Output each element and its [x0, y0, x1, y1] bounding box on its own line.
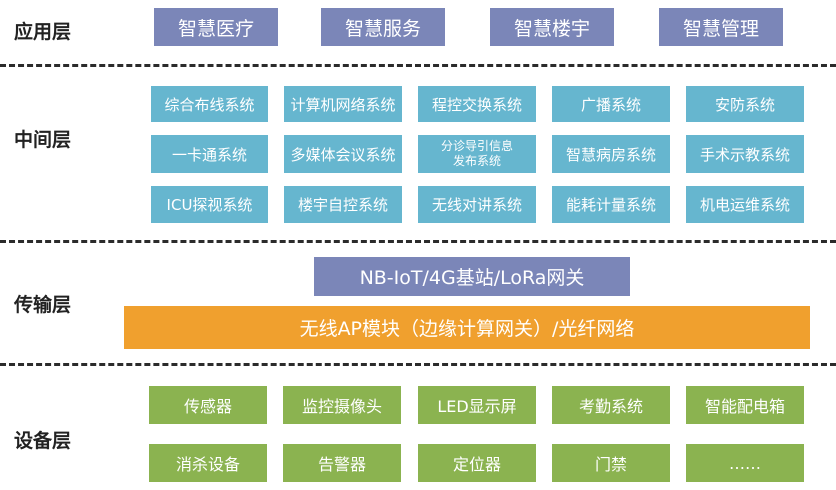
device-box-more: …… — [686, 444, 804, 482]
divider-transport-device — [0, 363, 836, 366]
mid-box-electromech: 机电运维系统 — [686, 186, 804, 223]
mid-box-broadcast: 广播系统 — [552, 86, 670, 122]
layer-label-transport: 传输层 — [14, 294, 72, 316]
app-box-building: 智慧楼宇 — [490, 8, 614, 46]
mid-box-surgery: 手术示教系统 — [686, 135, 804, 173]
device-box-access: 门禁 — [552, 444, 670, 482]
layer-label-middle: 中间层 — [14, 129, 72, 151]
layer-label-device: 设备层 — [14, 430, 72, 452]
device-box-led: LED显示屏 — [418, 386, 536, 424]
device-box-sensor: 传感器 — [149, 386, 267, 424]
mid-box-pbx: 程控交换系统 — [418, 86, 536, 122]
device-box-alarm: 告警器 — [283, 444, 401, 482]
app-box-management: 智慧管理 — [659, 8, 783, 46]
device-box-locator: 定位器 — [418, 444, 536, 482]
device-box-attendance: 考勤系统 — [552, 386, 670, 424]
layer-label-app: 应用层 — [14, 21, 72, 43]
mid-box-cabling: 综合布线系统 — [151, 86, 268, 122]
mid-box-ward: 智慧病房系统 — [552, 135, 670, 173]
mid-box-security: 安防系统 — [686, 86, 804, 122]
mid-box-card: 一卡通系统 — [151, 135, 268, 173]
divider-middle-transport — [0, 240, 836, 243]
device-box-distribution: 智能配电箱 — [686, 386, 804, 424]
mid-box-bas: 楼宇自控系统 — [284, 186, 402, 223]
app-box-medical: 智慧医疗 — [154, 8, 278, 46]
device-box-camera: 监控摄像头 — [283, 386, 401, 424]
transport-box-ap: 无线AP模块（边缘计算网关）/光纤网络 — [124, 306, 810, 349]
mid-box-multimedia: 多媒体会议系统 — [284, 135, 402, 173]
mid-box-network: 计算机网络系统 — [284, 86, 402, 122]
mid-box-energy: 能耗计量系统 — [552, 186, 670, 223]
transport-box-gateway: NB-IoT/4G基站/LoRa网关 — [314, 257, 630, 296]
app-box-service: 智慧服务 — [321, 8, 445, 46]
divider-app-middle — [0, 64, 836, 67]
mid-box-icu: ICU探视系统 — [151, 186, 268, 223]
mid-box-intercom: 无线对讲系统 — [418, 186, 536, 223]
mid-box-triage: 分诊导引信息发布系统 — [418, 135, 536, 173]
device-box-disinfection: 消杀设备 — [149, 444, 267, 482]
